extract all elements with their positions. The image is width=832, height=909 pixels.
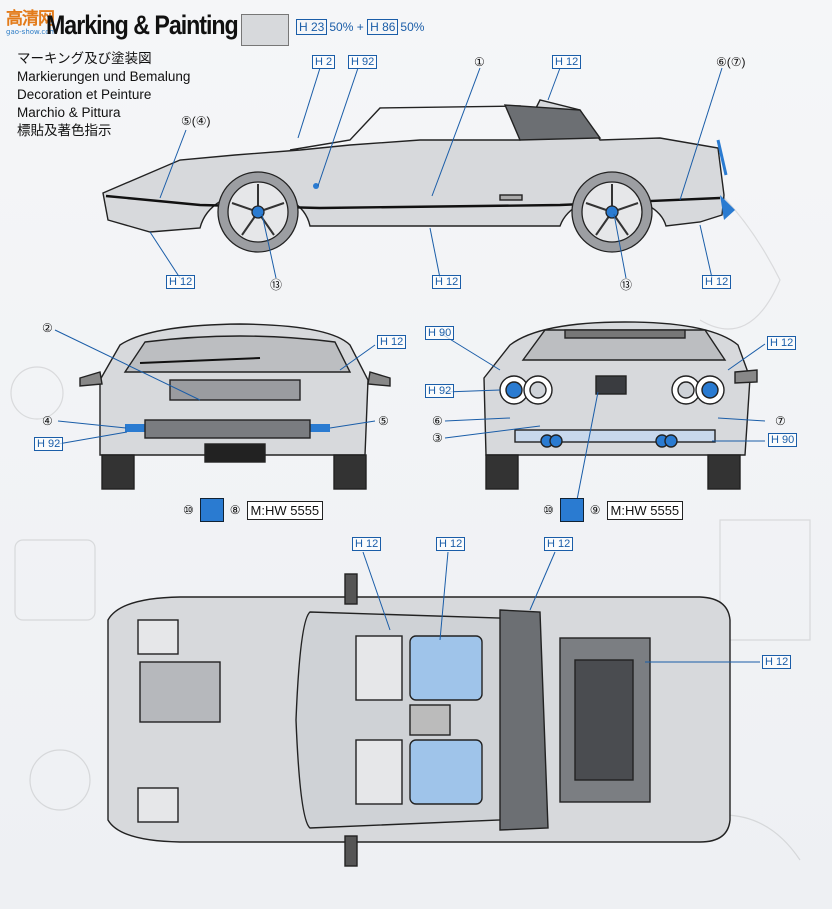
top-leader-lines <box>362 551 760 663</box>
callout-front-h12: H 12 <box>377 335 407 349</box>
side-front-wheel <box>217 171 299 253</box>
callout-side-h12-top: H 12 <box>552 55 582 69</box>
rear-plate: M:HW 5555 <box>606 500 684 520</box>
marker-4: ④ <box>42 414 53 428</box>
side-rear-wheel <box>571 171 653 253</box>
front-plate: M:HW 5555 <box>246 500 324 520</box>
callout-side-h92: H 92 <box>348 55 378 69</box>
heading-chinese: 標貼及著色指示 <box>17 123 112 138</box>
color-code-b: H 86 <box>367 19 399 35</box>
marker-6: ⑥ <box>432 414 443 428</box>
heading-french: Decoration et Peinture <box>17 87 152 102</box>
callout-rear-h92: H 92 <box>425 384 455 398</box>
callout-top-h12-b: H 12 <box>436 537 466 551</box>
top-view-car <box>107 573 731 867</box>
color-code-a: H 23 <box>296 19 328 35</box>
marker-1: ① <box>474 55 485 69</box>
language-headings: マーキング及び塗装図 Markierungen und Bemalung Dec… <box>17 50 190 140</box>
heading-german: Markierungen und Bemalung <box>17 69 191 84</box>
side-leader-lines <box>149 67 723 279</box>
rear-plate-ref: ⑩ ⑨ M:HW 5555 <box>543 498 684 522</box>
front-leader-lines <box>54 329 376 445</box>
page-title: Marking & Painting <box>46 10 239 40</box>
marker-6-7: ⑥(⑦) <box>716 55 746 69</box>
callout-top-h12-right: H 12 <box>762 655 792 669</box>
rear-view-car <box>483 321 758 490</box>
callout-front-h92: H 92 <box>34 437 64 451</box>
body-color-swatch <box>241 14 289 46</box>
callout-rear-h90-right: H 90 <box>768 433 798 447</box>
marker-5-4: ⑤(④) <box>181 114 211 128</box>
direction-arrow-icon <box>559 498 584 522</box>
callout-top-h12-a: H 12 <box>352 537 382 551</box>
direction-arrow-icon <box>199 498 224 522</box>
front-view-car <box>79 323 391 490</box>
marker-8: ⑧ <box>229 503 241 517</box>
callout-side-h12-left: H 12 <box>166 275 196 289</box>
marker-7: ⑦ <box>775 414 786 428</box>
callout-side-h2: H 2 <box>312 55 336 69</box>
heading-italian: Marchio & Pittura <box>17 105 121 120</box>
marker-13-front: ⑬ <box>270 278 283 292</box>
callout-rear-h12: H 12 <box>767 336 797 350</box>
marker-13-rear: ⑬ <box>620 278 633 292</box>
color-pct-b: 50% <box>400 20 425 34</box>
marker-10-front: ⑩ <box>183 503 194 517</box>
site-watermark-logo: 高清网 gao-show.com <box>6 4 70 38</box>
marker-9: ⑨ <box>589 503 601 517</box>
heading-japanese: マーキング及び塗装図 <box>17 51 152 66</box>
site-logo-url: gao-show.com <box>6 28 57 36</box>
front-plate-ref: ⑩ ⑧ M:HW 5555 <box>183 498 324 522</box>
callout-rear-h90-top: H 90 <box>425 326 455 340</box>
site-logo-text: 高清网 <box>6 9 55 28</box>
callout-side-h12-mid: H 12 <box>432 275 462 289</box>
callout-side-h12-right: H 12 <box>702 275 732 289</box>
marker-3: ③ <box>432 431 443 445</box>
callout-top-h12-c: H 12 <box>544 537 574 551</box>
color-pct-a: 50% + <box>329 20 368 34</box>
marker-5: ⑤ <box>378 414 389 428</box>
marker-10-rear: ⑩ <box>543 503 554 517</box>
marker-2: ② <box>42 321 53 335</box>
